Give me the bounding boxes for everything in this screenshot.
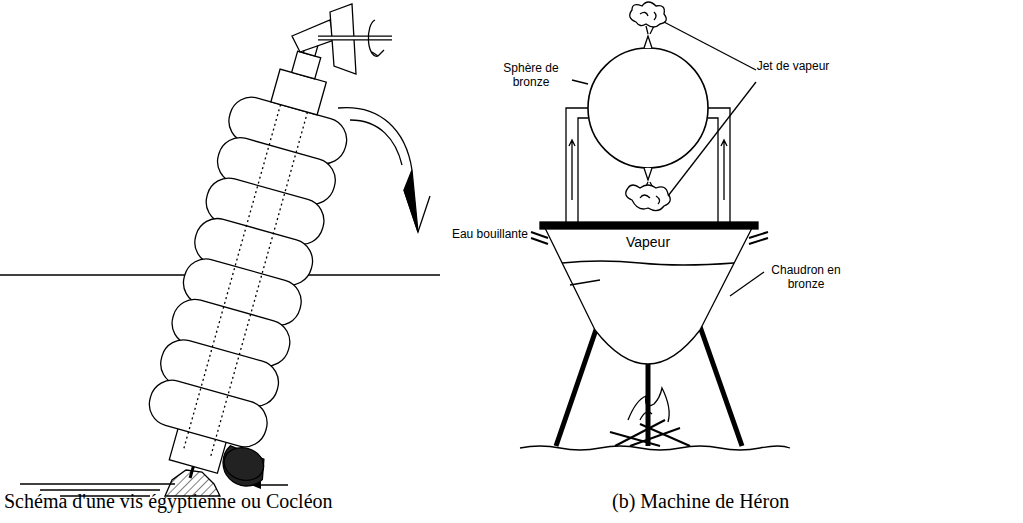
water-mark [570,280,600,285]
figure-stroke [318,37,392,40]
figure-stroke [640,412,652,420]
water-ripple [20,483,175,484]
top-cap [292,51,321,79]
post [566,108,588,222]
flow-arrow [721,140,727,200]
ground [520,446,790,450]
core-line [210,93,313,459]
inlet [220,443,267,485]
post [708,108,730,222]
figure-stroke [630,2,667,27]
core-line [183,85,286,451]
screw-body [132,25,380,497]
part-label: Eau bouillante [436,228,528,242]
handle [531,232,548,244]
leader-line [664,22,756,70]
steam-jet [626,182,671,211]
nozzle [644,36,652,48]
heron-figure [520,2,790,450]
leader-line [730,272,764,296]
steam-jet [630,2,667,34]
part-label: Jet de vapeur [756,60,830,74]
figure-stroke [646,26,648,34]
lid [540,222,758,229]
figure-stroke [610,432,660,446]
figure-stroke [640,424,690,446]
figure-stroke [626,185,671,211]
crank-shaft [318,36,392,41]
cauldron [545,228,752,364]
nozzle [644,168,652,180]
part-label: Sphère de bronze [490,62,572,90]
inflow-arrow [252,484,288,485]
leg [697,318,742,446]
fire [610,388,690,446]
leader-line [668,82,756,196]
top-cap [271,69,326,115]
screw-figure [0,4,440,497]
part-label: Vapeur [612,234,684,250]
leg [556,318,600,446]
water-surface [562,261,734,265]
sphere [588,48,708,168]
outflow [350,120,402,165]
figure-stroke [628,388,669,422]
figure-stroke [640,12,656,20]
figure-stroke [372,50,384,56]
figure-caption: (b) Machine de Héron [612,490,912,513]
figure-caption: Schéma d'une vis égyptienne ou Cocléon [4,490,424,513]
figure-stroke [144,92,352,452]
leader-line [572,80,588,84]
flow-arrow [569,140,575,200]
part-label: Chaudron en bronze [764,264,848,292]
figure-stroke [640,195,660,204]
figure-stroke [404,170,418,232]
rotation-arrow [368,20,378,56]
handle [749,232,768,244]
screw-coil [144,375,272,452]
outflow [338,108,412,170]
